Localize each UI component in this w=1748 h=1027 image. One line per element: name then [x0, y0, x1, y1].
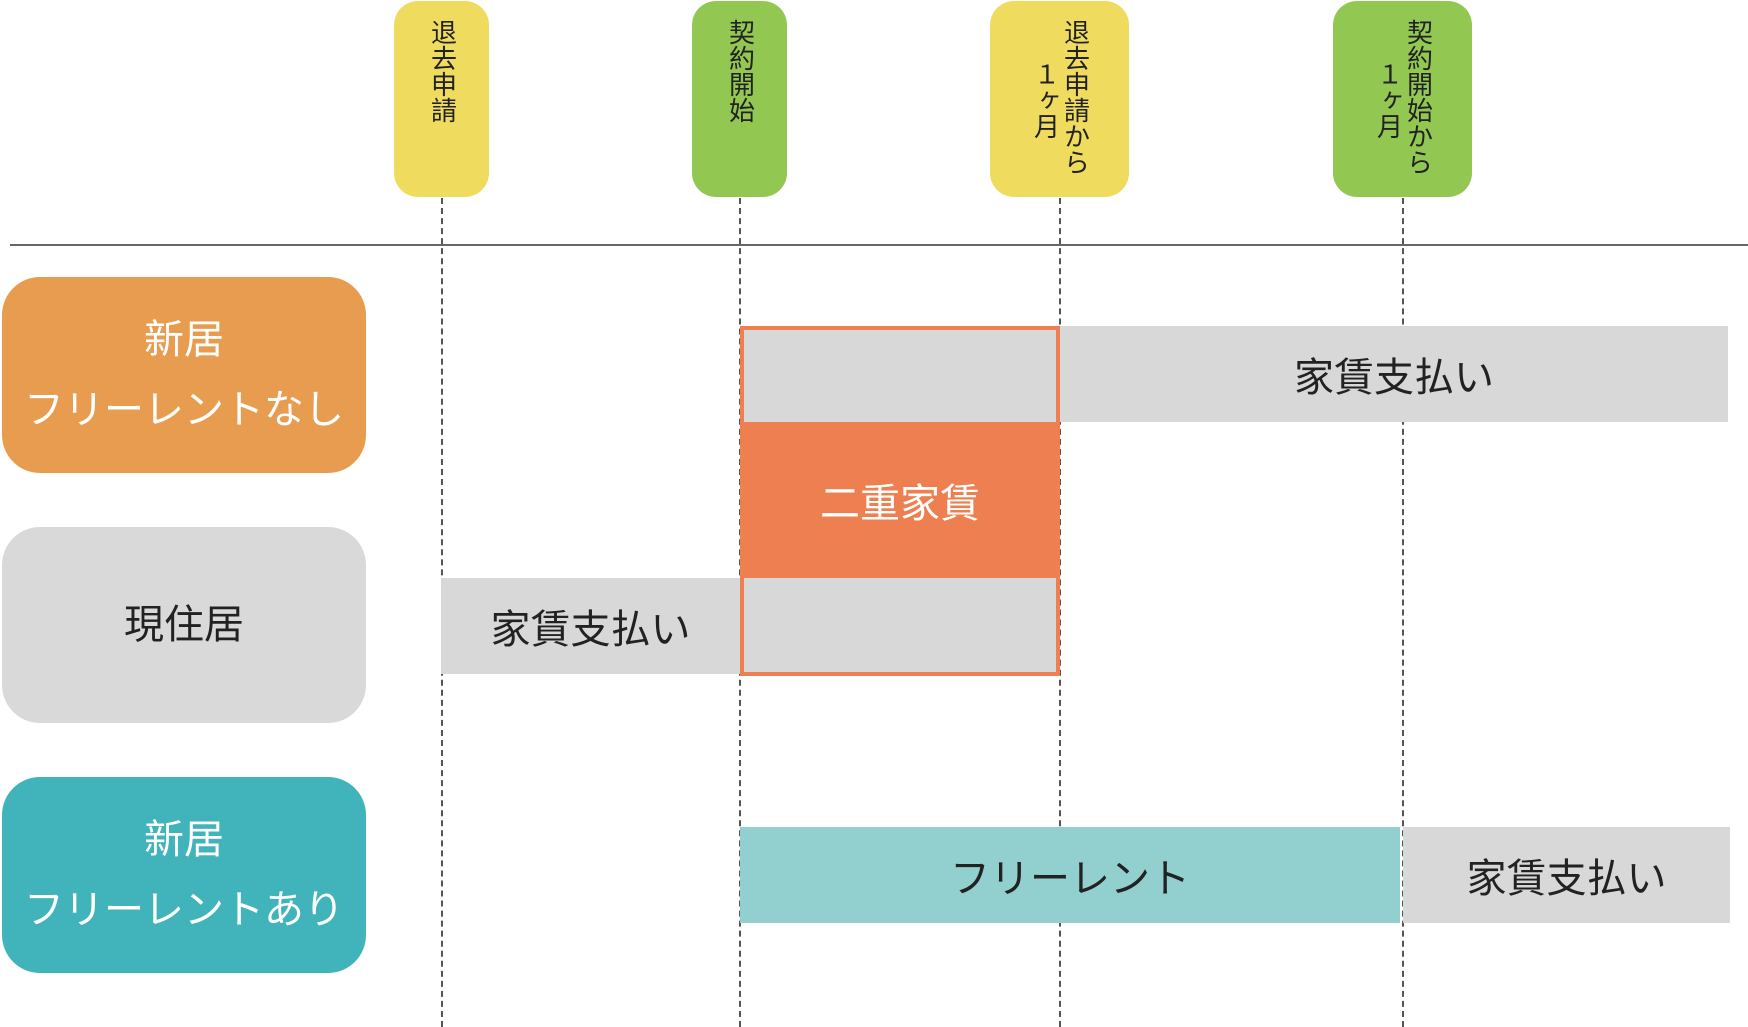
row-label-current-residence: 現住居	[2, 527, 366, 723]
double-rent-highlight-border	[740, 326, 1060, 676]
bar-label: 家賃支払い	[1466, 856, 1667, 902]
bar-label: 二重家賃	[820, 481, 980, 527]
marker-contract-plus-month: 契約開始から １ヶ月	[1333, 1, 1472, 197]
marker-line-contract-plus-month	[1402, 198, 1404, 1027]
marker-contract-start: 契約開始	[692, 1, 787, 197]
bar-current-payment: 家賃支払い	[441, 578, 740, 674]
row-label-line: フリーレントなし	[24, 387, 344, 433]
marker-text: １ヶ月	[1372, 61, 1403, 139]
marker-text: 退去申請から	[1059, 19, 1090, 175]
bar-label: 家賃支払い	[490, 607, 691, 653]
bar-new-payment-overlap	[740, 326, 1060, 422]
timeline-divider	[10, 244, 1748, 246]
row-label-line: 新居	[144, 817, 224, 863]
bar-label: 家賃支払い	[1294, 355, 1494, 401]
bar-new-freerent-payment: 家賃支払い	[1403, 827, 1730, 923]
row-label-new-with-freerent: 新居 フリーレントあり	[2, 777, 366, 973]
marker-text: １ヶ月	[1029, 61, 1060, 139]
marker-move-out-plus-month: 退去申請から １ヶ月	[990, 1, 1129, 197]
bar-double-rent: 二重家賃	[740, 422, 1060, 578]
marker-text: 契約開始	[724, 19, 755, 123]
row-label-line: 現住居	[124, 602, 244, 648]
bar-freerent: フリーレント	[740, 827, 1400, 923]
marker-move-out-request: 退去申請	[394, 1, 489, 197]
row-label-line: フリーレントあり	[24, 887, 344, 933]
row-label-line: 新居	[144, 317, 224, 363]
bar-current-payment-overlap	[740, 578, 1060, 674]
marker-text: 退去申請	[426, 19, 457, 123]
bar-new-payment: 家賃支払い	[1060, 326, 1728, 422]
row-label-new-no-freerent: 新居 フリーレントなし	[2, 277, 366, 473]
marker-text: 契約開始から	[1402, 19, 1433, 175]
marker-line-move-out-plus-month	[1059, 198, 1061, 1027]
bar-label: フリーレント	[950, 856, 1190, 902]
